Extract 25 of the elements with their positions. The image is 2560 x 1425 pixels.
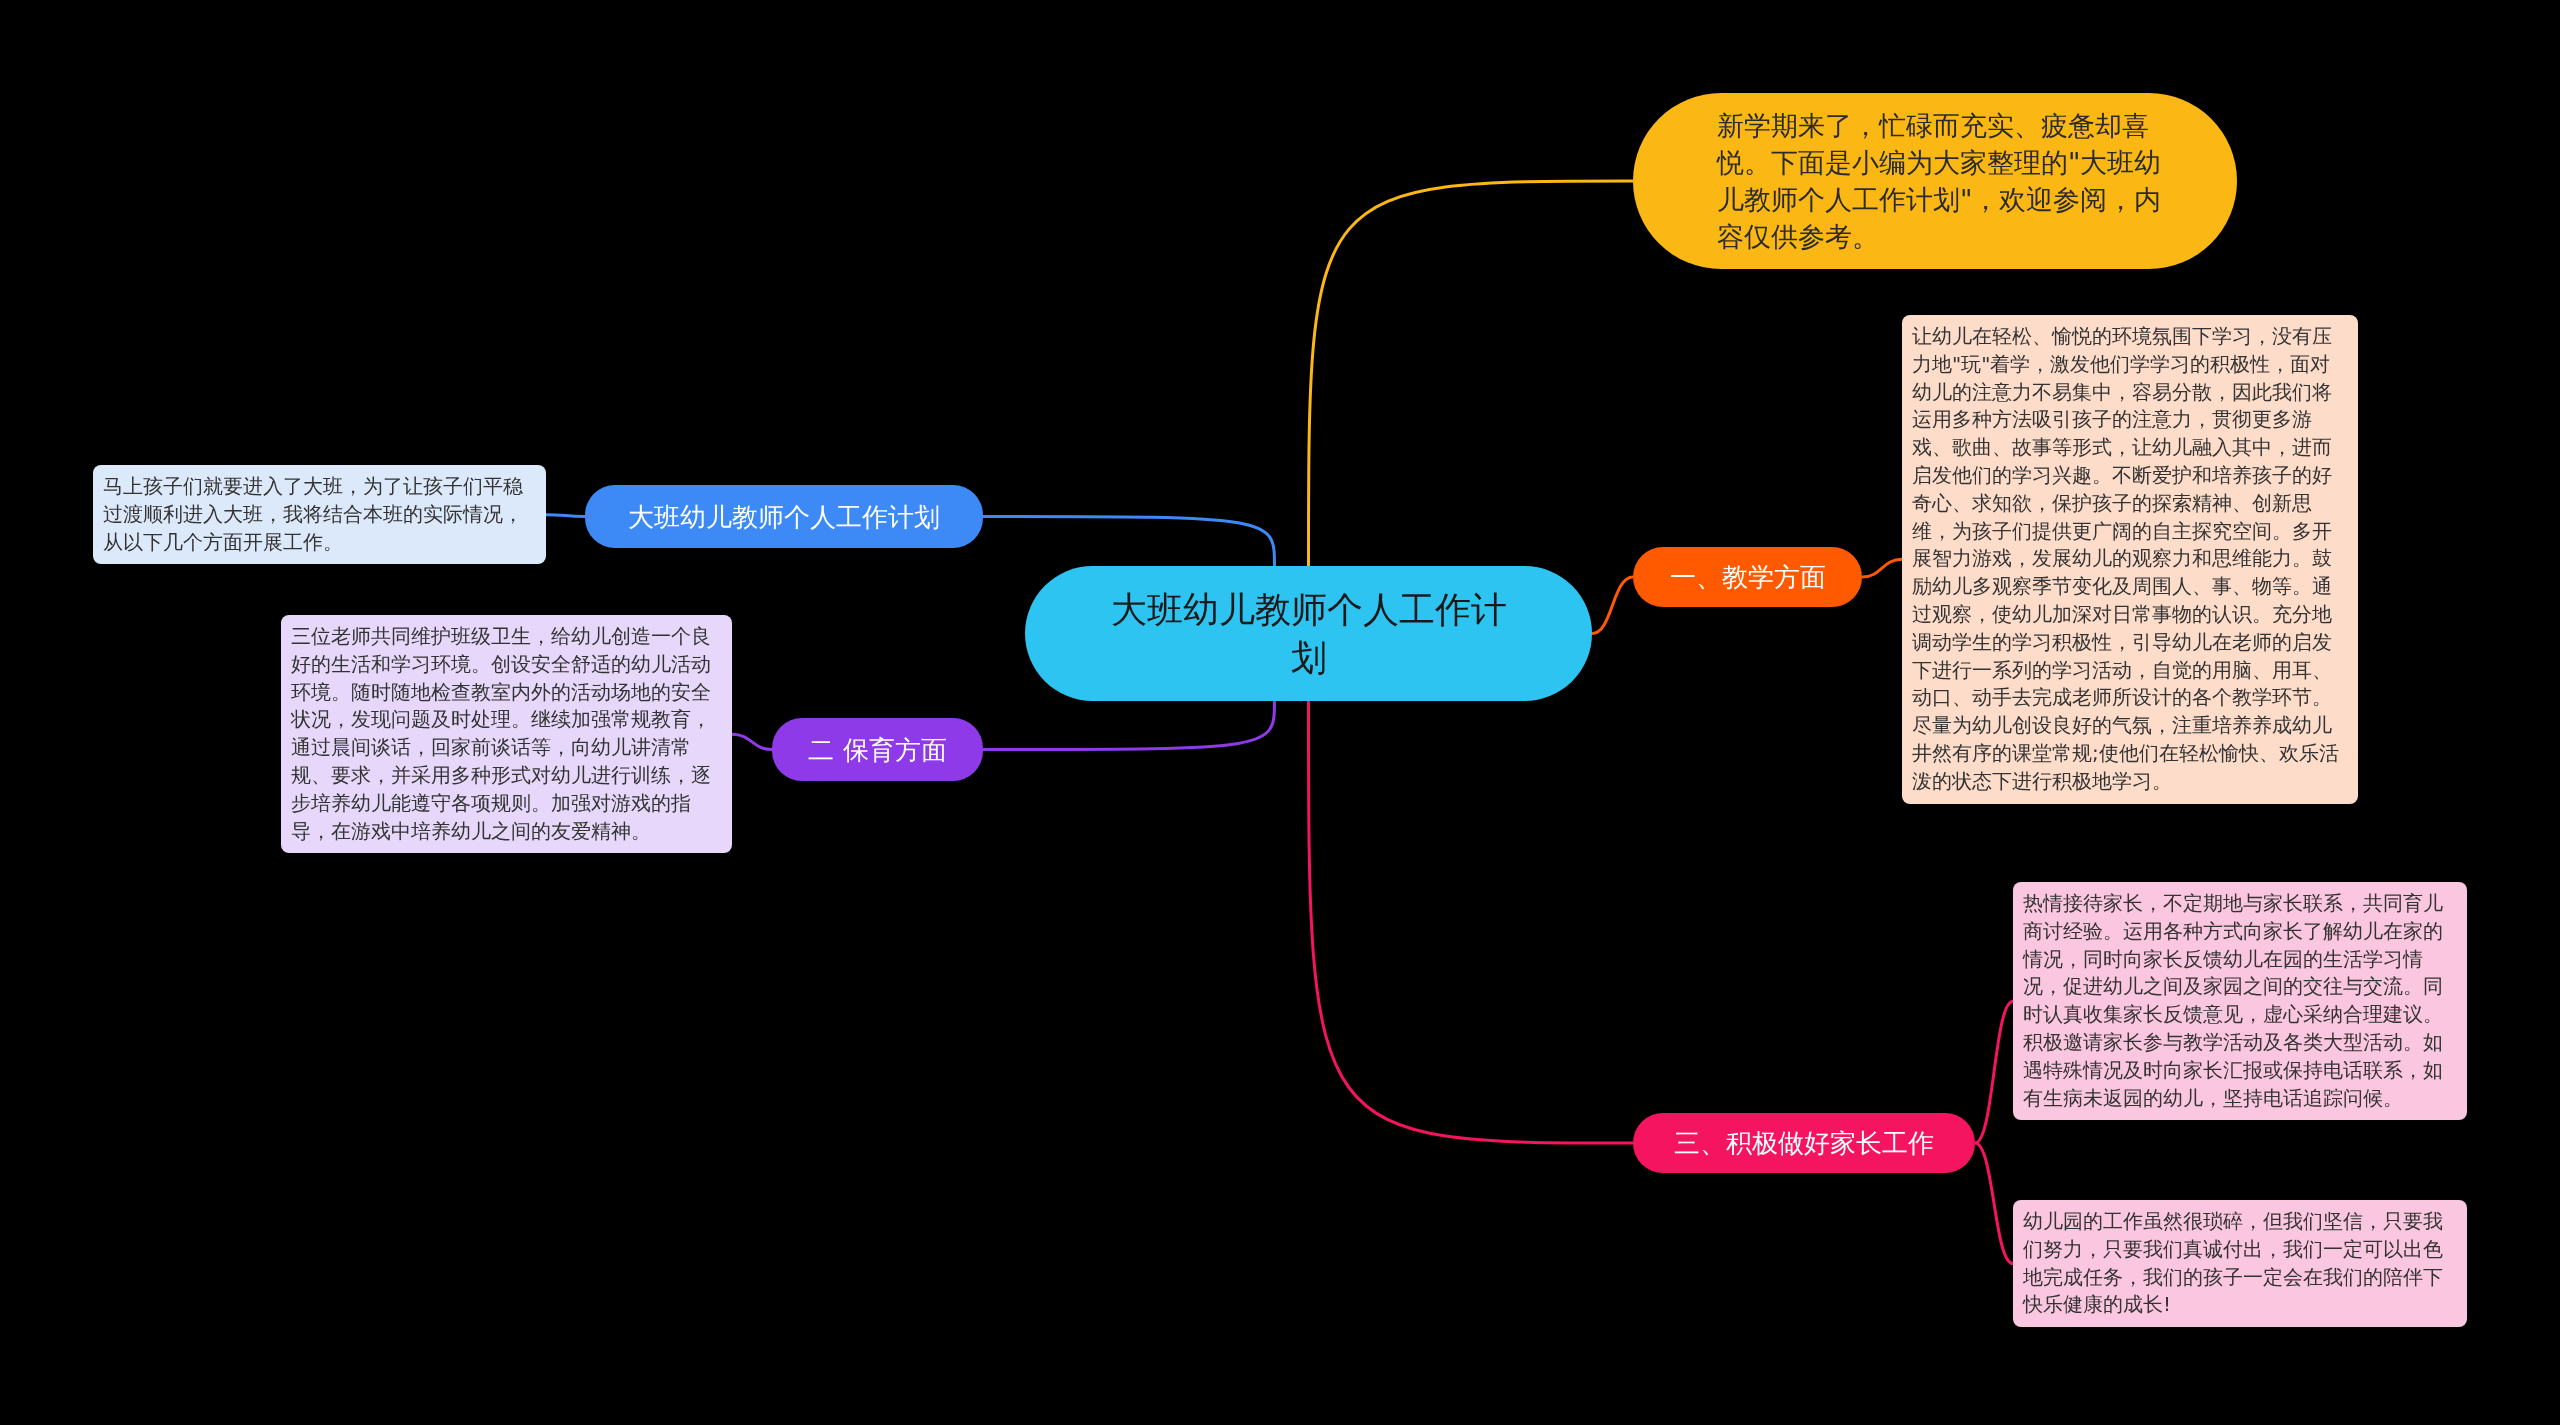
connector xyxy=(731,732,773,751)
branch-topic xyxy=(1633,1113,1975,1173)
connector xyxy=(983,515,1276,567)
topic-text: 大班幼儿教师个人工作计划 xyxy=(1109,587,1508,680)
topic-text: 大班幼儿教师个人工作计划 xyxy=(627,500,941,534)
topic-text: 三位老师共同维护班级卫生，给幼儿创造一个良好的生活和学习环境。创设安全舒适的幼儿活动环境。随时随地检查教室内外的活动场地的安全状况，发现问题及时处理。继续加强常规教育，通过晨间谈话，回家前谈话等，向幼儿讲清常规、要求，并采用多种形式对幼儿进行训练，逐步培养幼儿能遵守各项规则。加强对游戏的指导，在游戏中培养幼儿之间的友爱精神。 xyxy=(291,623,712,845)
connector xyxy=(1974,999,2014,1145)
topic-text: 新学期来了，忙碌而充实、疲惫却喜悦。下面是小编为大家整理的"大班幼儿教师个人工作计划"，欢迎参阅，内容仅供参考。 xyxy=(1717,109,2163,254)
topic-text: 马上孩子们就要进入了大班，为了让孩子们平稳过渡顺利进入大班，我将结合本班的实际情况，从以下几个方面开展工作。 xyxy=(103,473,524,556)
note-card xyxy=(93,465,546,565)
topic-text: 热情接待家长，不定期地与家长联系，共同育儿商讨经验。运用各种方式向家长了解幼儿在家的情况，同时向家长反馈幼儿在园的生活学习情况，促进幼儿之间及家园之间的交往与交流。同时认真收集家长反馈意见，虚心采纳合理建议。积极邀请家长参与教学活动及各类大型活动。如遇特殊情况及时向家长汇报或保持电话联系，如有生病未返园的幼儿，坚持电话追踪问候。 xyxy=(2023,890,2444,1112)
topic-text: 幼儿园的工作虽然很琐碎，但我们坚信，只要我们努力，只要我们真诚付出，我们一定可以出色地完成任务，我们的孩子一定会在我们的陪伴下快乐健康的成长! xyxy=(2023,1208,2444,1319)
connector xyxy=(546,513,585,518)
topic-text: 二 保育方面 xyxy=(807,733,948,767)
connector xyxy=(1307,179,1633,566)
topic-text: 三、积极做好家长工作 xyxy=(1673,1127,1935,1160)
topic-text: 一、教学方面 xyxy=(1668,561,1827,594)
connector xyxy=(1307,701,1633,1145)
connector xyxy=(1974,1141,2014,1265)
topic-text: 让幼儿在轻松、愉悦的环境氛围下学习，没有压力地"玩"着学，激发他们学学习的积极性，面对幼儿的注意力不易集中，容易分散，因此我们将运用多种方法吸引孩子的注意力，贯彻更多游戏、歌曲、故事等形式，让幼儿融入其中，进而启发他们的学习兴趣。不断爱护和培养孩子的好奇心、求知欲，保护孩子的探索精神、创新思维，为孩子们提供更广阔的自主探究空间。多开展智力游戏，发展幼儿的观察力和思维能力。鼓励幼儿多观察季节变化及周围人、事、物等。通过观察，使幼儿加深对日常事物的认识。充分地调动学生的学习积极性，引导幼儿在老师的启发下进行一系列的学习活动，自觉的用脑、用耳、动口、动手去完成老师所设计的各个教学环节。尽量为幼儿创设良好的气氛，注重培养养成幼儿井然有序的课堂常规;使他们在轻松愉快、欢乐活泼的状态下进行积极地学习。 xyxy=(1912,323,2340,795)
connector xyxy=(1861,557,1903,579)
connector xyxy=(983,700,1276,751)
connector xyxy=(1591,575,1634,635)
branch-topic xyxy=(1633,547,1862,607)
note-card xyxy=(2013,1200,2467,1328)
